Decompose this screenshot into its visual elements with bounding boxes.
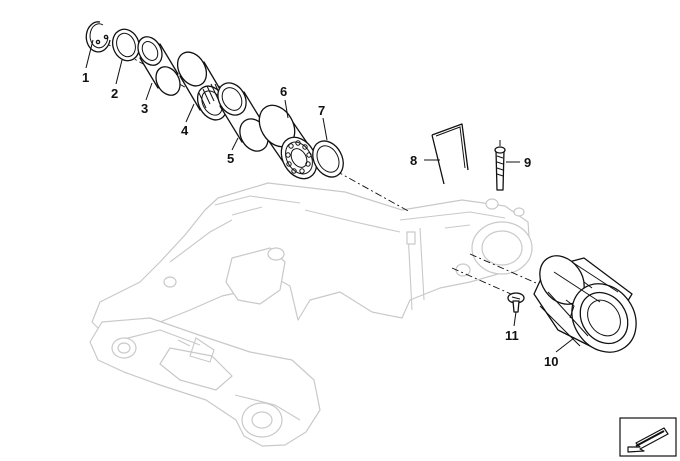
part-6-ball-bearing <box>258 104 318 180</box>
part-label-2: 2 <box>111 86 118 101</box>
part-labels: 1 2 3 4 5 6 7 8 9 10 11 <box>82 70 558 369</box>
part-8-wire-clip <box>431 123 469 185</box>
swing-arm-outline <box>89 182 533 447</box>
part-3-bush <box>137 36 181 96</box>
arrow-direction-icon <box>619 417 677 457</box>
part-10-eccentric-sleeve <box>533 255 637 353</box>
part-label-4: 4 <box>181 123 189 138</box>
leader-lines <box>85 39 575 353</box>
part-label-9: 9 <box>524 155 531 170</box>
part-1-circlip <box>85 21 111 53</box>
part-7-shim-ring <box>312 140 344 178</box>
part-label-7: 7 <box>318 103 325 118</box>
part-4-needle-bearing <box>176 51 228 121</box>
part-5-bush <box>217 82 269 152</box>
part-9-pin <box>494 140 506 191</box>
part-label-1: 1 <box>82 70 89 85</box>
part-label-5: 5 <box>227 151 234 166</box>
part-label-6: 6 <box>280 84 287 99</box>
part-label-3: 3 <box>141 101 148 116</box>
part-label-11: 11 <box>505 328 519 343</box>
part-2-sealing-ring <box>111 28 141 62</box>
part-label-8: 8 <box>410 153 417 168</box>
part-11-screw <box>507 292 525 313</box>
part-label-10: 10 <box>544 354 558 369</box>
assembly-axis <box>99 39 553 299</box>
